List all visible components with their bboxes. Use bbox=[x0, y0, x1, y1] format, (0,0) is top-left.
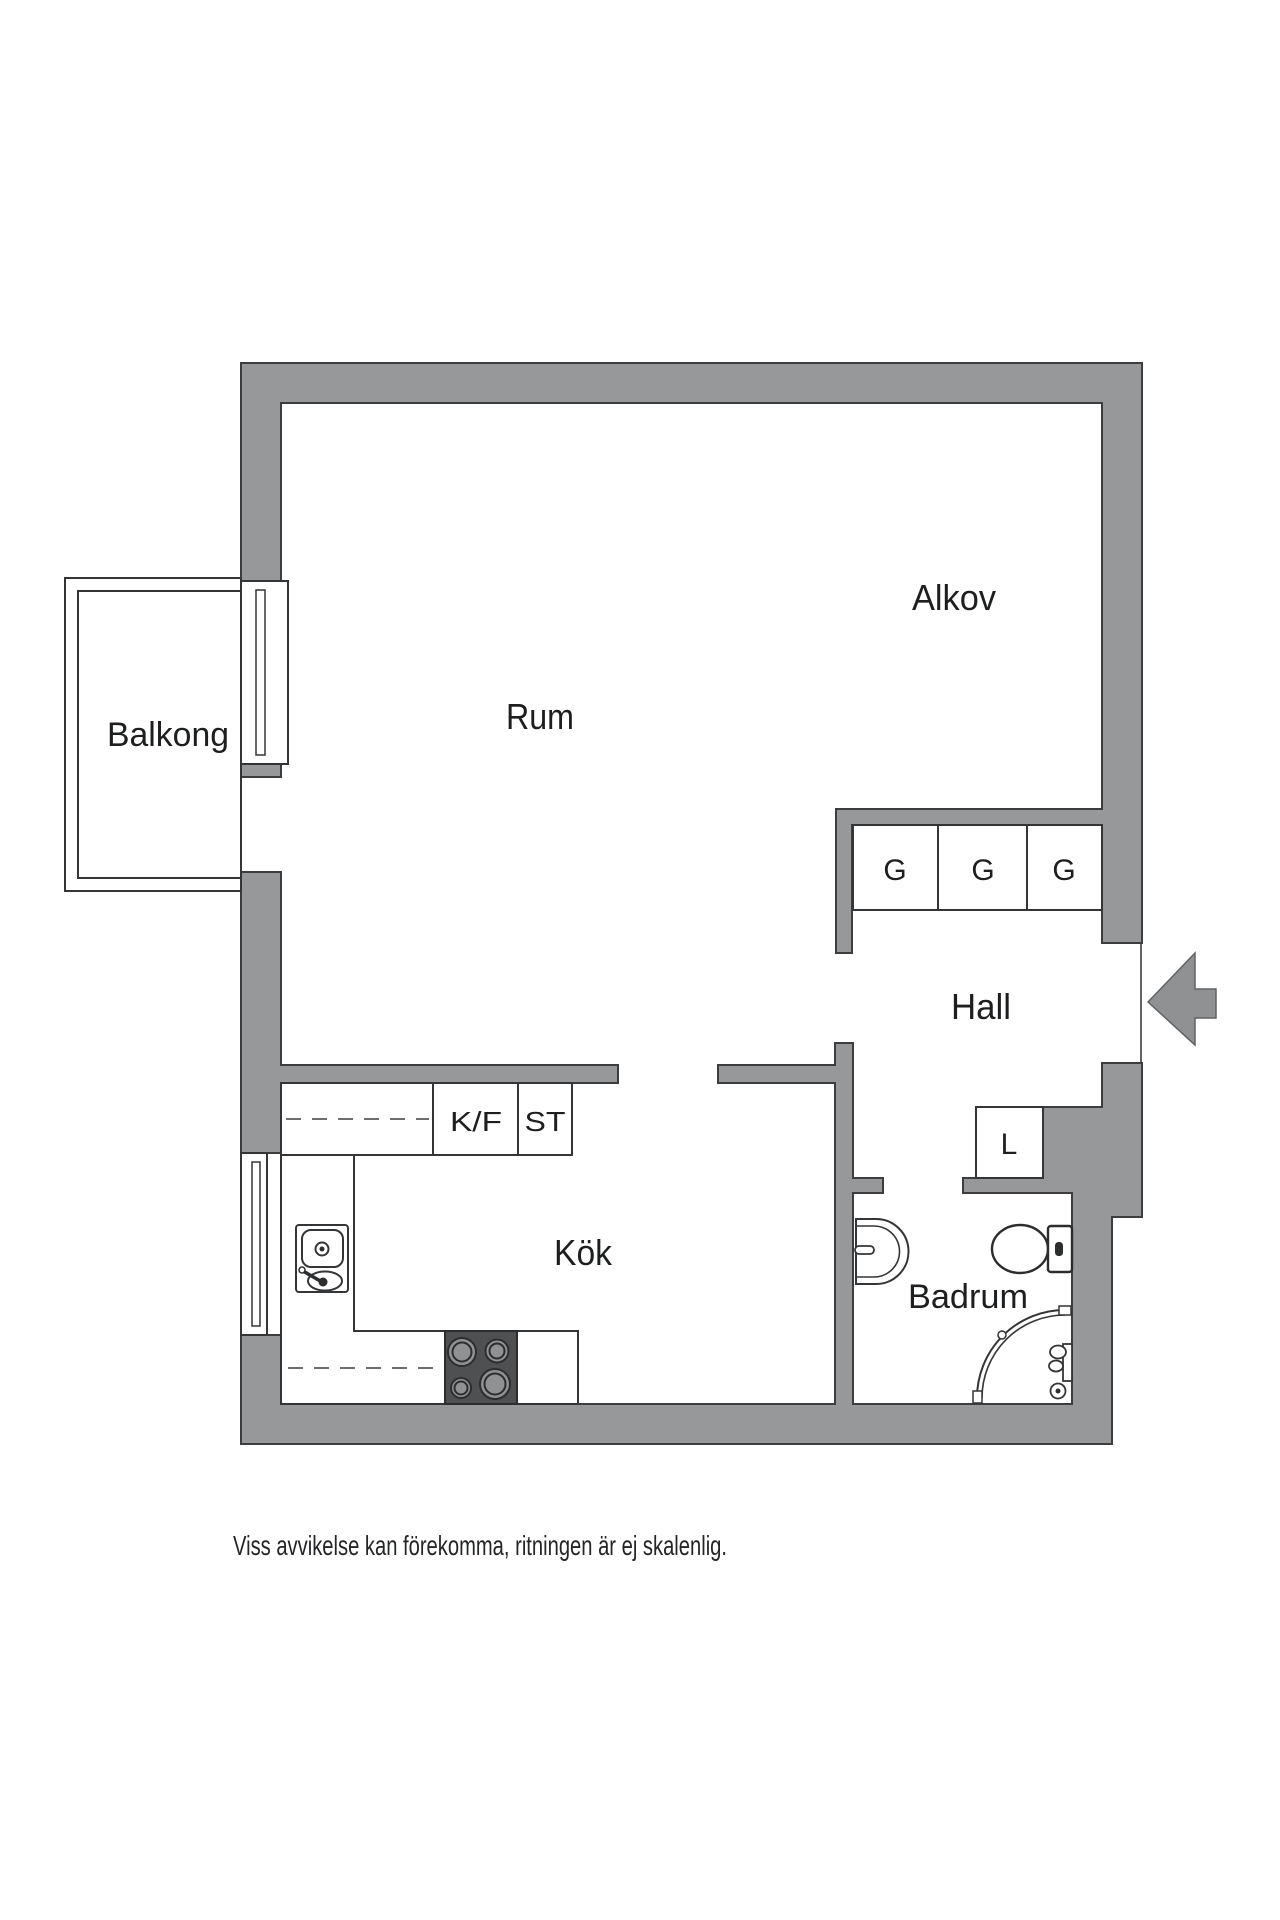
bathroom-sink bbox=[854, 1218, 910, 1285]
shower-screen-cap-left bbox=[972, 1390, 983, 1404]
burner-3-inner bbox=[453, 1380, 469, 1396]
wall-balcony-pier bbox=[240, 763, 282, 778]
linen-closet-box bbox=[975, 1106, 1044, 1179]
kitchen-window-glass bbox=[251, 1161, 261, 1327]
wardrobe-label-2: G bbox=[971, 854, 994, 887]
shower-door-handle bbox=[997, 1330, 1007, 1340]
wardrobe-label-3: G bbox=[1052, 854, 1075, 887]
room-label: Rum bbox=[506, 696, 574, 737]
wall-outer-shell bbox=[240, 362, 1143, 954]
kitchen-faucet-lever bbox=[302, 1269, 323, 1284]
entrance-arrow-icon bbox=[1146, 951, 1217, 1047]
fridge-freezer-label: K/F bbox=[450, 1106, 502, 1137]
linen-closet-label: L bbox=[1001, 1128, 1018, 1161]
shower bbox=[972, 1305, 1073, 1404]
wall-lower-complex bbox=[240, 1042, 1143, 1445]
kitchen-label: Kök bbox=[554, 1232, 613, 1273]
balcony-label: Balkong bbox=[107, 716, 229, 754]
shower-knob bbox=[1048, 1359, 1064, 1373]
labels: Balkong Rum Alkov Hall Kök Badrum G G G … bbox=[107, 577, 1076, 1561]
disclaimer-text: Viss avvikelse kan förekomma, ritningen … bbox=[233, 1530, 727, 1561]
shower-screen-cap-top bbox=[1058, 1305, 1072, 1316]
toilet-flush-button bbox=[1055, 1242, 1063, 1256]
kitchen-sink-bowl bbox=[307, 1270, 343, 1292]
windows bbox=[240, 580, 289, 1336]
shower-screen-inner bbox=[981, 1314, 1066, 1399]
wardrobe-row bbox=[852, 824, 1103, 911]
bathroom-sink-outer bbox=[855, 1218, 910, 1285]
wardrobe-label-1: G bbox=[883, 854, 906, 887]
burner-1-inner bbox=[451, 1341, 473, 1363]
kitchen-faucet-head bbox=[318, 1277, 328, 1287]
hall-label: Hall bbox=[951, 986, 1011, 1027]
kitchen-window bbox=[240, 1152, 268, 1336]
kitchen-faucet-base bbox=[298, 1266, 306, 1274]
shower-mixer-bar bbox=[1062, 1343, 1073, 1382]
bathroom-sink-inner bbox=[855, 1225, 901, 1278]
kitchen-sink-drain bbox=[314, 1241, 330, 1257]
bathroom-label: Badrum bbox=[908, 1278, 1028, 1316]
wardrobe-box bbox=[852, 824, 1103, 911]
kitchen-sink-drain-dot bbox=[319, 1246, 325, 1252]
shower-drain-dot bbox=[1055, 1388, 1061, 1394]
toilet-bowl bbox=[990, 1223, 1050, 1275]
burner-4-inner bbox=[483, 1372, 507, 1396]
shower-head bbox=[1049, 1344, 1067, 1360]
burner-2-inner bbox=[488, 1342, 506, 1360]
alcove-label: Alkov bbox=[912, 577, 996, 618]
balcony-window-glass bbox=[255, 589, 266, 756]
bathroom-sink-tap bbox=[854, 1245, 875, 1255]
kitchen-sink bbox=[295, 1224, 349, 1293]
stove bbox=[444, 1330, 518, 1405]
toilet bbox=[990, 1223, 1074, 1275]
cleaning-cabinet-label: ST bbox=[525, 1106, 566, 1137]
